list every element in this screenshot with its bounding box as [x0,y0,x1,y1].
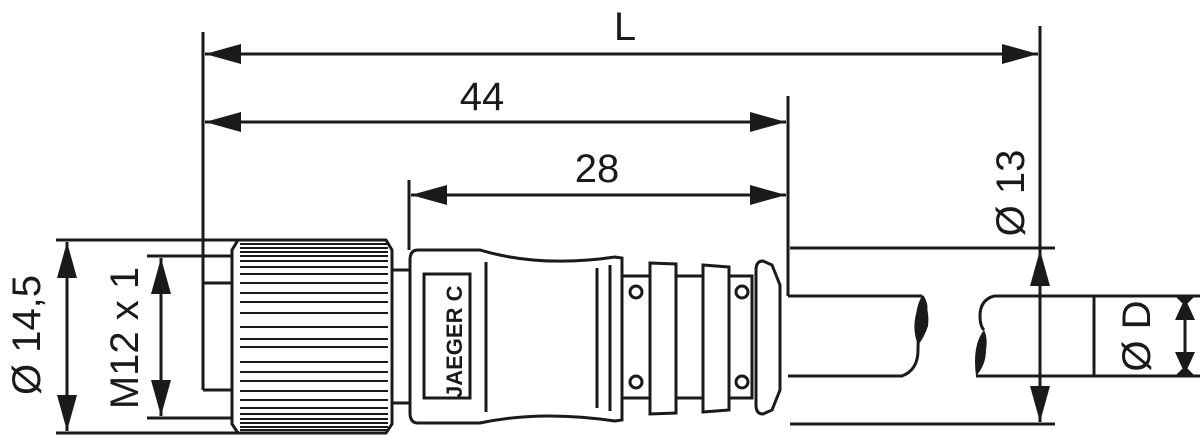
dim-label-d13: Ø 13 [989,150,1033,237]
dim-label-dD: Ø D [1115,300,1159,371]
dim-label-m12: M12 x 1 [103,267,147,409]
dim-label-d145: Ø 14,5 [5,275,49,395]
knurled-nut [230,238,394,435]
connector-body [408,248,782,425]
dim-label-28: 28 [575,147,620,191]
dim-label-44: 44 [460,75,505,119]
knurl-lines [240,243,388,431]
brand-label: JAEGER C [442,285,467,398]
dim-label-L: L [614,5,636,49]
